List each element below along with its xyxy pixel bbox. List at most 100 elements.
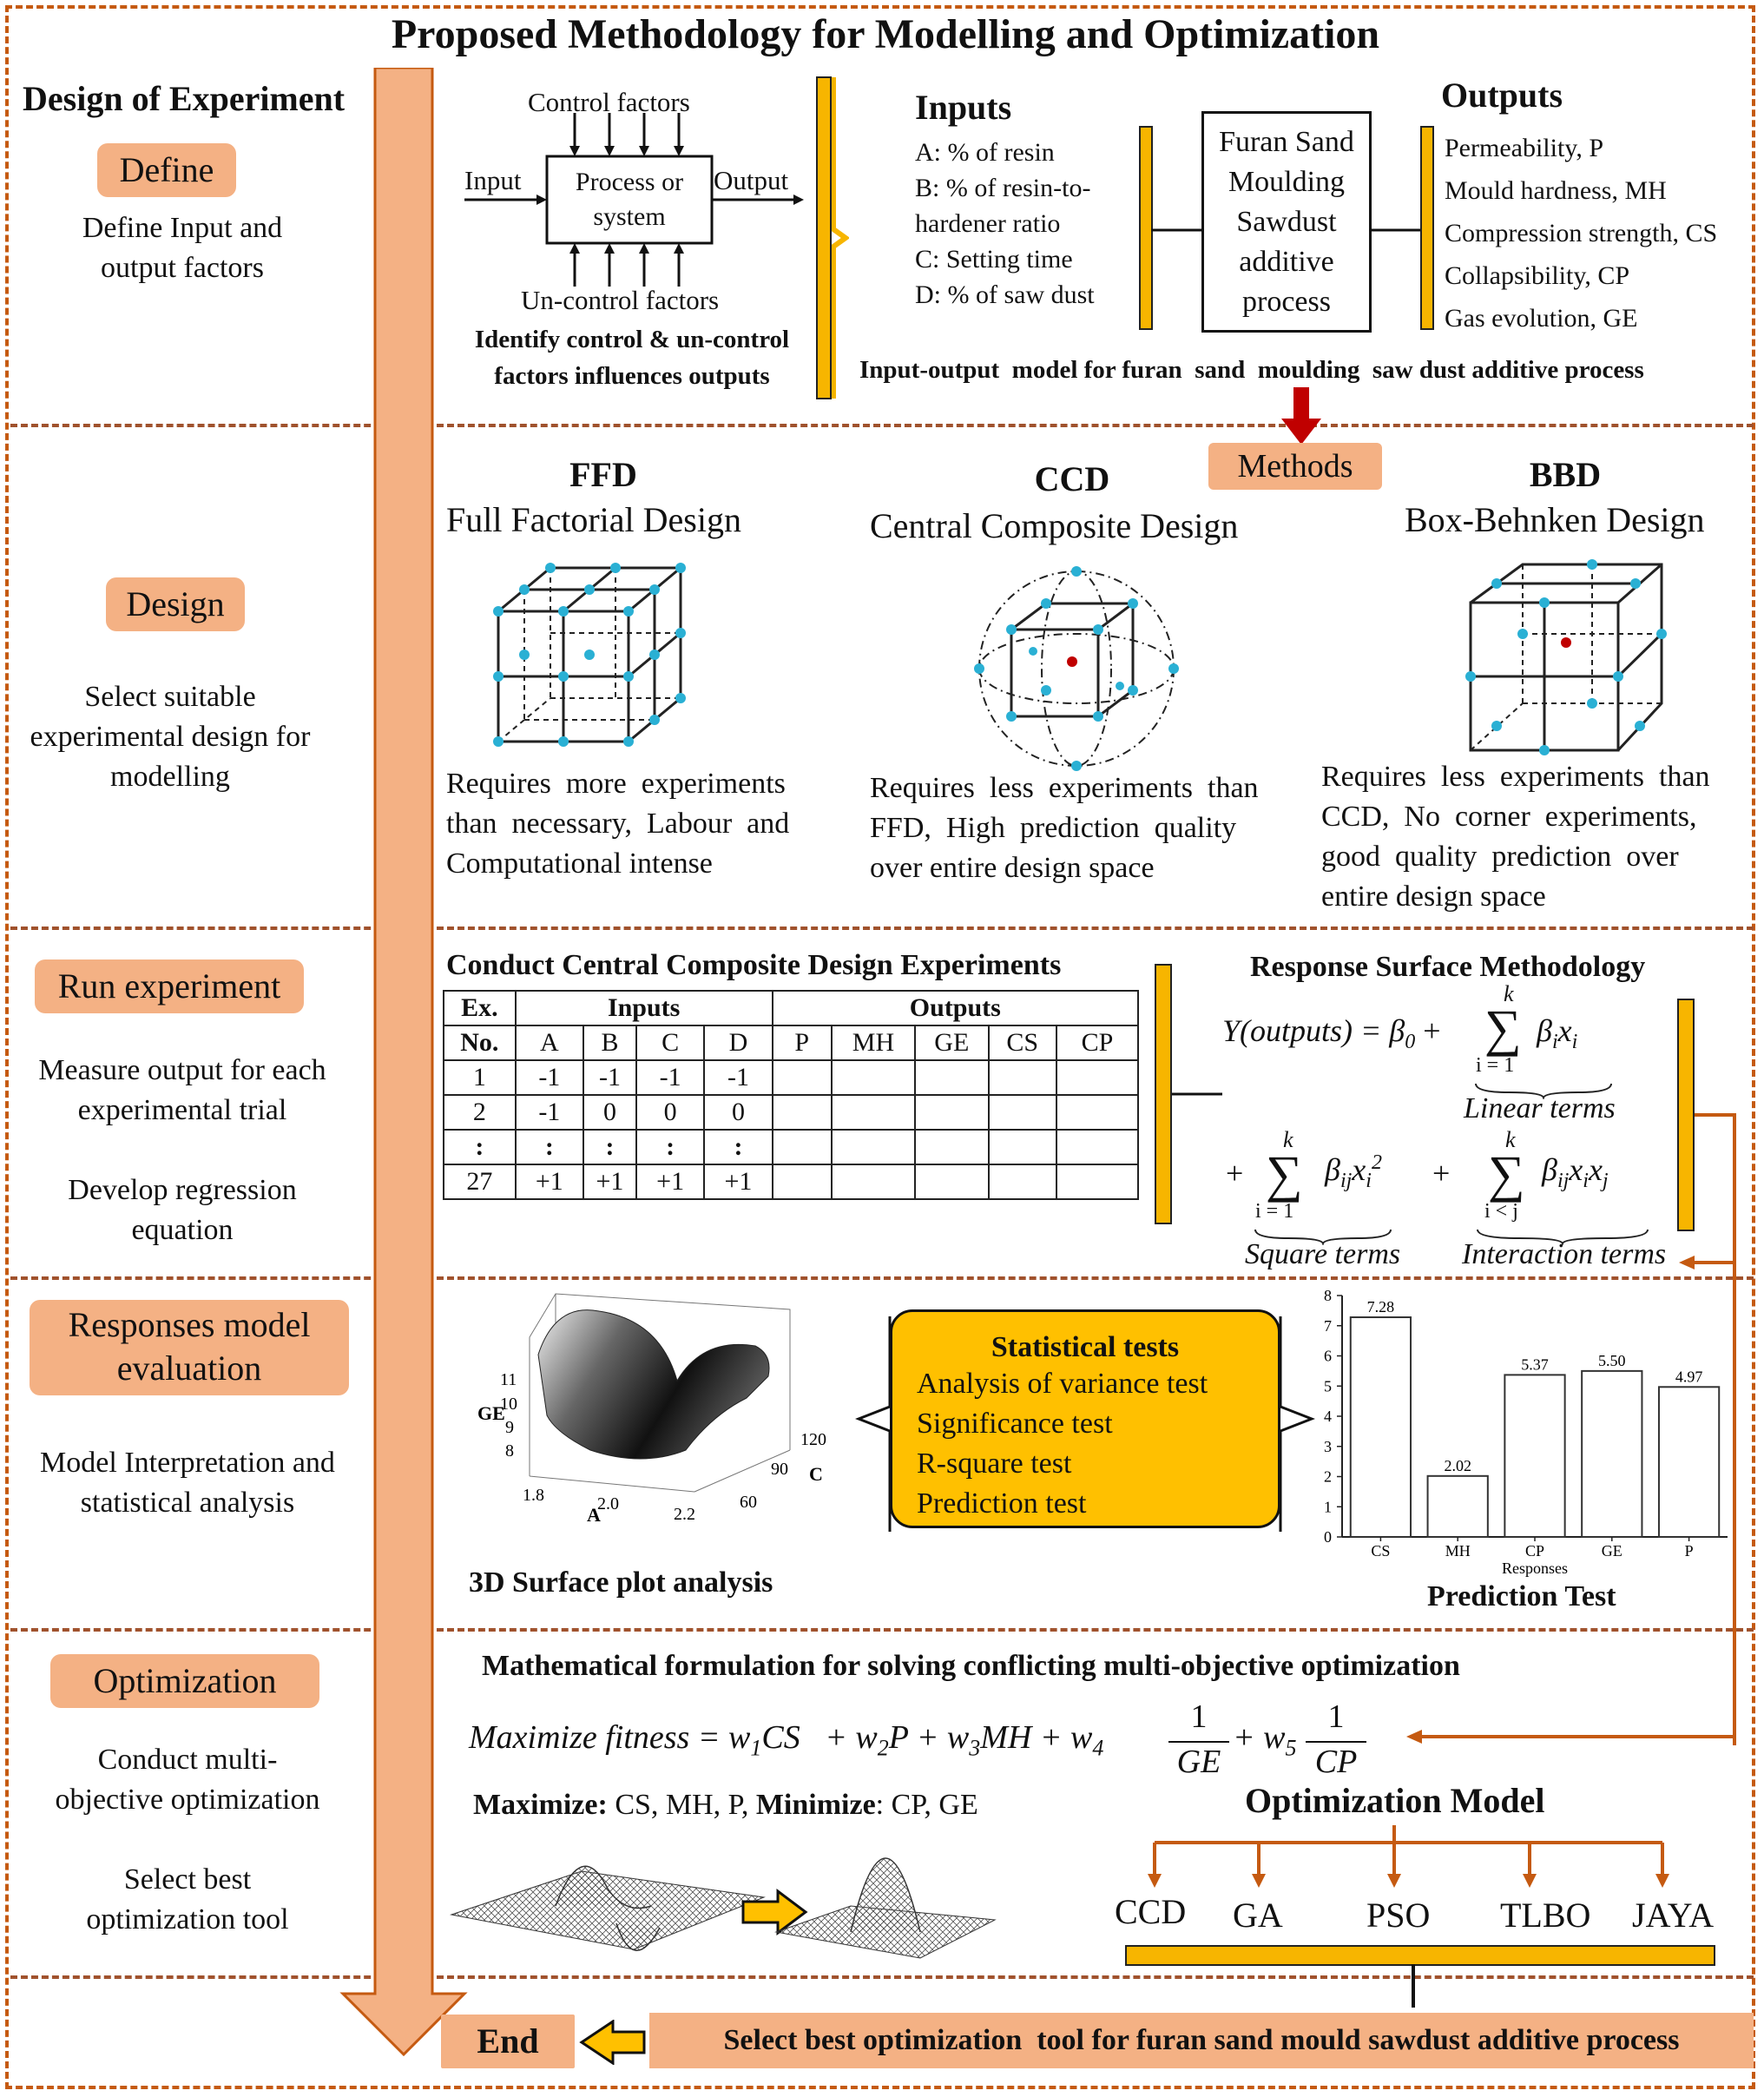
output-label: Output xyxy=(714,165,789,195)
inputs-list: A: % of resin B: % of resin-to- hardener… xyxy=(915,138,1095,309)
rsm-title: Response Surface Methodology xyxy=(1250,951,1646,983)
mesh-surface-after xyxy=(774,1857,997,1959)
svg-text:2.0: 2.0 xyxy=(597,1494,619,1513)
define-brace-bar xyxy=(816,76,832,399)
ccd-desc: Requires less experiments than FFD, High… xyxy=(870,772,1259,884)
tools-brace-bar xyxy=(1125,1945,1715,1966)
x-tick-label: GE xyxy=(1602,1542,1622,1560)
end-text: Select best optimization tool for furan … xyxy=(649,2013,1754,2068)
ccd-name: Central Composite Design xyxy=(870,506,1239,545)
define-desc: Define Input and output factors xyxy=(82,212,283,284)
table-row: ::::: xyxy=(443,1129,1139,1165)
tools-brace-connector xyxy=(1412,1964,1415,2008)
table-row: 1-1-1-1-1 xyxy=(443,1059,1139,1096)
svg-text:GE: GE xyxy=(477,1402,505,1424)
y-tick-label: 6 xyxy=(1324,1348,1332,1365)
y-tick-label: 5 xyxy=(1324,1377,1332,1395)
svg-text:11: 11 xyxy=(500,1370,517,1389)
svg-text:120: 120 xyxy=(800,1430,826,1449)
bar-p xyxy=(1657,1386,1721,1539)
define-brace xyxy=(818,77,849,399)
y-tick-label: 1 xyxy=(1324,1498,1332,1515)
table-brace-connector xyxy=(1172,1092,1222,1096)
y-tick-label: 0 xyxy=(1324,1528,1332,1546)
tool-ccd: CCD xyxy=(1115,1892,1187,1931)
y-tick-label: 2 xyxy=(1324,1468,1332,1486)
identify-caption: Identify control & un-control factors in… xyxy=(474,326,790,390)
section-separator xyxy=(10,1628,1754,1632)
ccd-sphere-diagram xyxy=(974,566,1179,771)
surface-caption: 3D Surface plot analysis xyxy=(469,1566,773,1599)
prediction-bar-chart: 0123456787.28CS2.02MH5.37CP5.50GE4.97PRe… xyxy=(1324,1287,1728,1577)
ffd-cube-diagram xyxy=(493,563,686,747)
uncontrol-factors-label: Un-control factors xyxy=(521,285,720,315)
outputs-list: Permeability, P Mould hardness, MH Compr… xyxy=(1445,134,1718,333)
red-down-arrow xyxy=(1281,387,1321,445)
doe-header: Design of Experiment xyxy=(23,79,346,118)
y-tick-label: 3 xyxy=(1324,1438,1332,1455)
methods-pill: Methods xyxy=(1208,443,1382,490)
feedback-arrows xyxy=(1406,1113,1736,1745)
ffd-name: Full Factorial Design xyxy=(446,500,741,539)
tool-tlbo: TLBO xyxy=(1500,1896,1591,1935)
table-row: 27+1+1+1+1 xyxy=(443,1164,1139,1200)
ccd-abbr: CCD xyxy=(1034,459,1110,498)
tool-pso: PSO xyxy=(1366,1896,1431,1935)
svg-text:60: 60 xyxy=(740,1493,757,1512)
svg-text:C: C xyxy=(809,1463,823,1485)
section-separator xyxy=(10,1975,1754,1979)
end-pill: End xyxy=(441,2015,575,2068)
rsm-equation: Y(outputs) = β0 + k ∑ i = 1 βixi Linear … xyxy=(1222,981,1667,1270)
model-caption: Input-output model for furan sand mouldi… xyxy=(859,356,1644,384)
process-system-diagram xyxy=(464,113,804,287)
experiment-table: Ex. Inputs Outputs No. A B C D P MH GE C… xyxy=(443,990,1140,1200)
data-label: 5.37 xyxy=(1521,1355,1549,1373)
bbd-cube-diagram xyxy=(1465,559,1667,755)
outputs-title: Outputs xyxy=(1441,76,1563,115)
input-label: Input xyxy=(464,165,522,195)
bbd-desc: Requires less experiments than CCD, No c… xyxy=(1321,761,1710,913)
data-label: 7.28 xyxy=(1367,1298,1395,1316)
tool-jaya: JAYA xyxy=(1632,1896,1715,1935)
process-flow-arrow xyxy=(339,68,468,2056)
pill-optimization: Optimization xyxy=(50,1654,319,1708)
y-tick-label: 4 xyxy=(1324,1408,1332,1425)
rsm-brace-bar xyxy=(1677,999,1695,1231)
fitness-equation: Maximize fitness = w1CS + w2P + w3MH + w… xyxy=(469,1698,1424,1793)
outputs-brace-bar xyxy=(1420,126,1434,330)
inputs-title: Inputs xyxy=(915,88,1012,127)
tool-ga: GA xyxy=(1233,1896,1283,1935)
outputs-brace-connector xyxy=(1372,228,1422,232)
bbd-name: Box-Behnken Design xyxy=(1405,500,1705,539)
y-tick-label: 8 xyxy=(1324,1287,1332,1304)
outer-border xyxy=(5,5,1755,2089)
svg-text:9: 9 xyxy=(505,1418,514,1437)
svg-text:90: 90 xyxy=(771,1460,788,1479)
inputs-brace-connector xyxy=(1151,228,1201,232)
data-label: 4.97 xyxy=(1675,1368,1703,1385)
max-min-line: Maximize: CS, MH, P, Minimize: CP, GE xyxy=(473,1789,978,1821)
pill-run-experiment: Run experiment xyxy=(35,959,304,1013)
control-factors-label: Control factors xyxy=(528,87,690,117)
bar-ge xyxy=(1581,1369,1643,1538)
stat-tests-box: Statistical tests Analysis of variance t… xyxy=(890,1309,1280,1528)
pill-design: Design xyxy=(106,577,245,631)
x-tick-label: CS xyxy=(1371,1542,1390,1560)
evaluation-desc: Model Interpretation and statistical ana… xyxy=(40,1447,335,1519)
bar-cp xyxy=(1504,1374,1566,1538)
page-title: Proposed Methodology for Modelling and O… xyxy=(391,11,1380,57)
optimization-desc: Conduct multi- objective optimization Se… xyxy=(55,1744,320,1935)
svg-text:10: 10 xyxy=(500,1395,517,1414)
ccd-table-title: Conduct Central Composite Design Experim… xyxy=(446,949,1062,981)
x-tick-label: MH xyxy=(1445,1542,1471,1560)
y-tick-label: 7 xyxy=(1324,1317,1332,1335)
mesh-surface-before xyxy=(450,1865,766,1951)
run-desc: Measure output for each experimental tri… xyxy=(38,1054,326,1246)
x-axis-title: Responses xyxy=(1502,1560,1568,1577)
left-arrow-icon xyxy=(579,2020,646,2065)
svg-text:1.8: 1.8 xyxy=(523,1486,544,1505)
3d-surface-plot: GE 11 10 9 8 1.8 2.0 2.2 A 120 90 60 C xyxy=(477,1293,826,1526)
right-arrow-icon xyxy=(741,1889,808,1935)
process-label: Process or system xyxy=(575,168,684,231)
pill-define: Define xyxy=(97,143,236,197)
